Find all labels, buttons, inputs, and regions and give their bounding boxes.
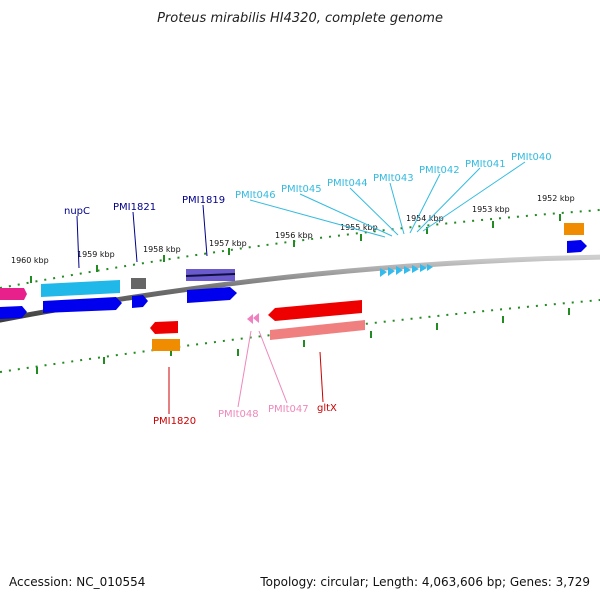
label-pmlt045[interactable]: PMIt045 [281, 184, 322, 195]
label-pmi1820[interactable]: PMI1820 [153, 416, 196, 427]
gene-labels: nupC PMI1821 PMI1819 PMI1820 PMIt048 PMI… [64, 152, 552, 427]
tick-label-1953: 1953 kbp [472, 205, 510, 214]
gene-gltX-pink[interactable] [270, 320, 365, 340]
accession-text: Accession: NC_010554 [9, 575, 145, 589]
leader-lines [76, 161, 526, 414]
gene-nupC[interactable] [41, 280, 120, 297]
tick-labels: 1960 kbp 1959 kbp 1958 kbp 1957 kbp 1956… [11, 194, 575, 265]
gene-pmi1820[interactable] [150, 321, 178, 334]
cds-left-edge[interactable] [0, 306, 27, 319]
label-pmlt047[interactable]: PMIt047 [268, 404, 309, 415]
trna-pmlt047[interactable] [253, 313, 259, 323]
label-pmlt044[interactable]: PMIt044 [327, 178, 368, 189]
tick-label-1959: 1959 kbp [77, 250, 115, 259]
label-nupC[interactable]: nupC [64, 206, 90, 217]
label-gltX[interactable]: gltX [317, 403, 337, 414]
cds-nupC[interactable] [43, 297, 122, 313]
reverse-features [150, 300, 365, 351]
label-pmlt040[interactable]: PMIt040 [511, 152, 552, 163]
tick-label-1954: 1954 kbp [406, 214, 444, 223]
label-pmlt042[interactable]: PMIt042 [419, 165, 460, 176]
gene-gltX[interactable] [268, 300, 362, 321]
tick-label-1958: 1958 kbp [143, 245, 181, 254]
trna-cluster[interactable] [380, 264, 433, 277]
trna-pmlt048[interactable] [247, 314, 253, 324]
label-pmlt043[interactable]: PMIt043 [373, 173, 414, 184]
gene-pmi1821[interactable] [131, 278, 146, 289]
tick-label-1952: 1952 kbp [537, 194, 575, 203]
cds-pmi1821[interactable] [132, 295, 148, 308]
forward-features [0, 223, 587, 319]
gene-magenta-left[interactable] [0, 288, 27, 300]
cds-pmi1819[interactable] [187, 287, 237, 303]
upper-tick-track [0, 209, 600, 289]
map-title: Proteus mirabilis HI4320, complete genom… [157, 11, 443, 26]
tick-label-1957: 1957 kbp [209, 239, 247, 248]
cds-right[interactable] [567, 240, 587, 253]
tick-label-1955: 1955 kbp [340, 223, 378, 232]
topology-text: Topology: circular; Length: 4,063,606 bp… [259, 575, 590, 589]
gene-orange-left[interactable] [152, 339, 180, 351]
label-pmi1819[interactable]: PMI1819 [182, 195, 225, 206]
tick-label-1956: 1956 kbp [275, 231, 313, 240]
label-pmlt048[interactable]: PMIt048 [218, 409, 259, 420]
label-pmlt041[interactable]: PMIt041 [465, 159, 506, 170]
tick-label-1960: 1960 kbp [11, 256, 49, 265]
label-pmi1821[interactable]: PMI1821 [113, 202, 156, 213]
lower-tick-track [0, 299, 600, 374]
label-pmlt046[interactable]: PMIt046 [235, 190, 276, 201]
gene-orange-right[interactable] [564, 223, 584, 235]
